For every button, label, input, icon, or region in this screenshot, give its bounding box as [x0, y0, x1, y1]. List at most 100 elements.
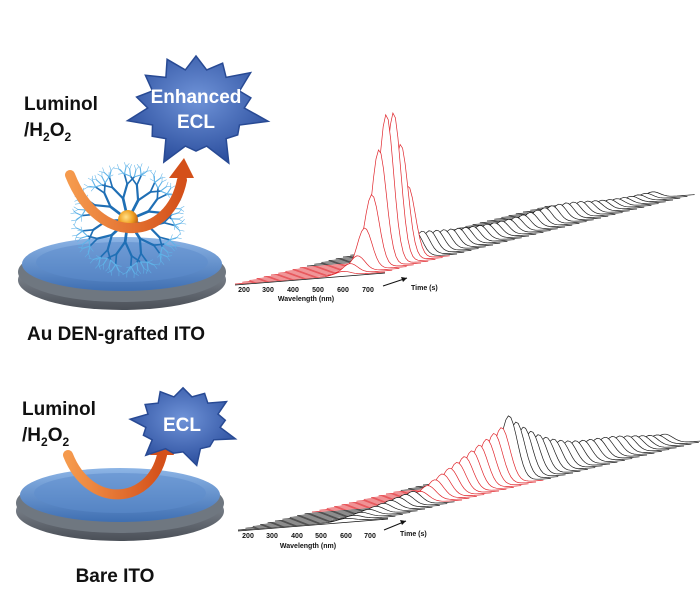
- dendrimer-branch: [80, 235, 89, 239]
- dendrimer-branch: [80, 243, 84, 250]
- dendrimer-branch: [96, 233, 114, 240]
- dendrimer-branch: [146, 166, 149, 172]
- dendrimer-branch: [152, 244, 161, 255]
- tick-label: 200: [242, 533, 254, 540]
- trace-mask: [519, 435, 670, 464]
- dendrimer-branch: [173, 222, 182, 226]
- trace-mask: [267, 506, 418, 525]
- trace-mask: [343, 229, 493, 259]
- dendrimer-branch: [77, 243, 84, 246]
- trace-mask: [534, 435, 684, 460]
- dendrimer-branch: [118, 173, 124, 175]
- dendrimer-branch: [137, 190, 152, 202]
- dendrimer-branch: [171, 245, 177, 248]
- dendrimer-branch: [170, 218, 176, 226]
- dendrimer-branch: [180, 222, 187, 225]
- dendrimer-branch: [82, 228, 95, 232]
- dendrimer-branch: [123, 173, 129, 186]
- dendrimer-branch: [73, 223, 77, 229]
- trace-mask: [482, 439, 633, 473]
- dendrimer-branch: [73, 206, 79, 210]
- tick-label: 700: [362, 287, 374, 294]
- dendrimer-branch: [126, 176, 136, 186]
- dendrimer-branch: [147, 197, 159, 213]
- ecl-trace: [249, 255, 400, 281]
- dendrimer-branch: [73, 209, 79, 213]
- trace-mask: [350, 228, 501, 258]
- dendrimer-branch: [88, 228, 95, 241]
- dendrimer-branch: [106, 233, 114, 251]
- dendrimer-branch: [110, 166, 115, 171]
- tick-label: 200: [238, 287, 250, 294]
- dendrimer-branch: [126, 164, 130, 170]
- ecl-trace: [252, 511, 403, 527]
- dendrimer-branch: [83, 186, 89, 190]
- ecl-trace: [267, 506, 418, 524]
- dendrimer-branch: [89, 246, 94, 252]
- dendrimer-branch: [108, 259, 112, 268]
- dendrimer-branch: [124, 162, 127, 168]
- dendrimer-branch: [106, 248, 112, 261]
- dendrimer-branch: [146, 261, 149, 270]
- trace-mask: [474, 440, 625, 475]
- ecl-trace: [242, 263, 393, 283]
- trace-mask: [400, 219, 551, 245]
- dendrimer-branch: [154, 177, 161, 184]
- trace-mask: [379, 224, 529, 250]
- dendrimer-branch: [110, 259, 117, 266]
- dendrimer-branch: [170, 185, 176, 189]
- bottom-caption: Bare ITO: [76, 566, 155, 587]
- dendrimer-branch: [111, 263, 117, 271]
- dendrimer-branch: [91, 178, 97, 181]
- dendrimer-branch: [90, 259, 94, 264]
- dendrimer-branch: [135, 269, 138, 275]
- dendrimer-branch: [163, 221, 175, 227]
- dendrimer-branch: [113, 167, 120, 170]
- trace-mask: [371, 225, 522, 252]
- dendrimer-branch: [135, 166, 140, 171]
- dendrimer-branch: [109, 165, 112, 171]
- dendrimer-branch: [102, 167, 105, 173]
- trace-mask: [494, 200, 645, 222]
- dendrimer-branch: [114, 253, 118, 266]
- dendrimer-branch: [94, 184, 103, 188]
- tick-label: 400: [291, 533, 303, 540]
- dendrimer-branch: [160, 190, 168, 195]
- tick-label: 500: [312, 287, 324, 294]
- dendrimer-branch: [143, 268, 149, 272]
- dendrimer-branch: [136, 164, 141, 169]
- dendrimer-branch: [71, 227, 77, 230]
- dendrimer-branch: [129, 175, 138, 186]
- trace-mask: [312, 491, 462, 514]
- trace-mask: [335, 229, 486, 261]
- dendrimer-branch: [152, 243, 166, 247]
- tick-label: 700: [364, 533, 376, 540]
- dendrimer-branch: [154, 180, 159, 189]
- ecl-trace: [245, 514, 396, 529]
- dendrimer-branch: [159, 253, 168, 258]
- dendrimer-branch: [160, 186, 167, 192]
- dendrimer-branch: [104, 176, 110, 184]
- dendrimer-branch: [174, 224, 180, 228]
- dendrimer-branch: [134, 164, 137, 171]
- dendrimer-branch: [70, 212, 76, 214]
- dendrimer-branch: [149, 190, 162, 193]
- trace-mask: [407, 217, 558, 243]
- trace-mask: [511, 436, 662, 466]
- trace-mask: [504, 436, 655, 468]
- dendrimer-branch: [99, 248, 109, 259]
- trace-mask: [326, 479, 477, 511]
- tick-label: 300: [262, 287, 274, 294]
- dendrimer-branch: [161, 246, 168, 253]
- time-arrow: [383, 520, 407, 531]
- dendrimer-branch: [88, 258, 94, 260]
- burst-enhanced-text: Enhanced: [151, 87, 242, 108]
- dendrimer-branch: [79, 247, 84, 253]
- dendrimer-branch: [160, 177, 166, 179]
- dendrimer-branch: [167, 251, 170, 257]
- dendrimer-branch: [121, 183, 129, 200]
- tick-label: 500: [315, 533, 327, 540]
- dendrimer-branch: [124, 240, 133, 257]
- dendrimer-branch: [161, 179, 167, 183]
- dendrimer-branch: [94, 186, 106, 194]
